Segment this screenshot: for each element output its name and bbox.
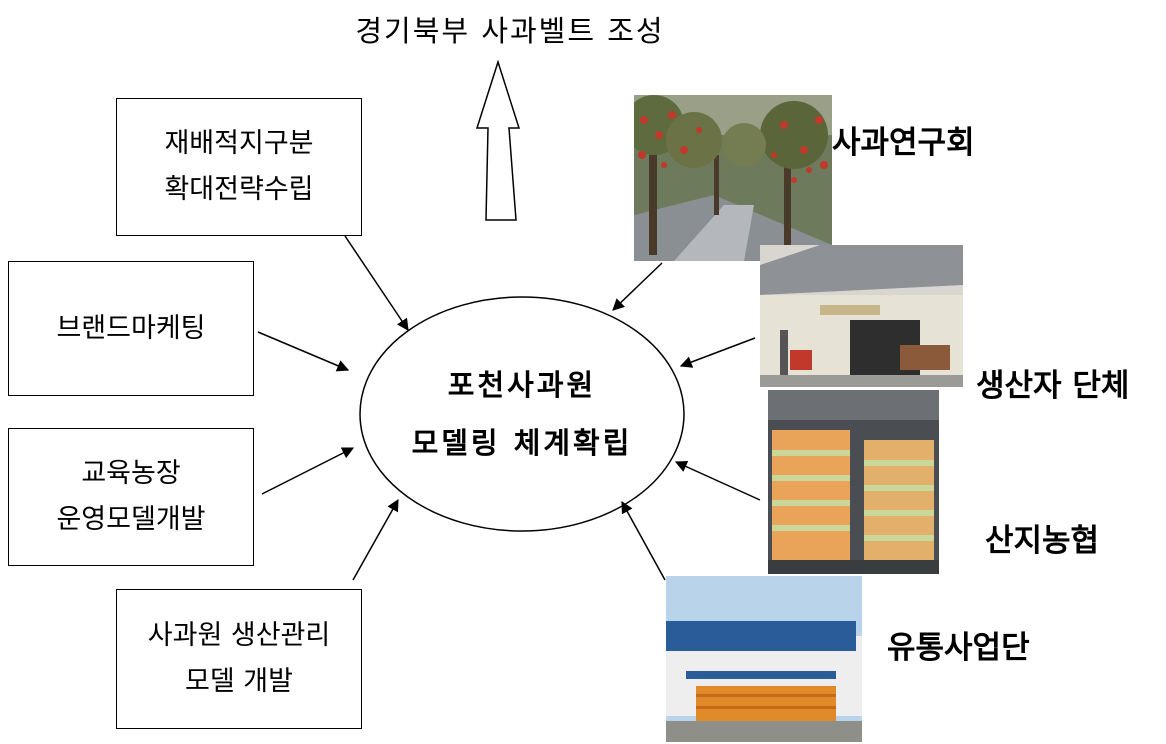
partner-label-distribution-unit: 유통사업단 bbox=[887, 630, 1030, 666]
apple-orchard-photo bbox=[634, 95, 832, 261]
arrow-partner1-to-center bbox=[612, 262, 663, 311]
stacked-apple-boxes-photo bbox=[768, 390, 939, 574]
arrow-box3-to-center bbox=[261, 447, 355, 495]
box-cultivation-strategy: 재배적지구분 확대전략수립 bbox=[116, 98, 362, 236]
box-line: 브랜드마케팅 bbox=[56, 312, 206, 344]
box-line: 모델 개발 bbox=[185, 666, 293, 697]
arrow-box2-to-center bbox=[257, 331, 350, 372]
box-line: 사과원 생산관리 bbox=[147, 620, 331, 651]
partner-label-research-group: 사과연구회 bbox=[832, 125, 975, 161]
arrow-box1-to-center bbox=[344, 235, 409, 331]
arrow-partner2-to-center bbox=[679, 337, 756, 368]
packing-warehouse-photo bbox=[760, 245, 963, 387]
center-ellipse bbox=[359, 296, 685, 532]
diagram-goal-title: 경기북부 사과벨트 조성 bbox=[355, 14, 665, 48]
box-line: 확대전략수립 bbox=[164, 174, 314, 205]
center-line-1: 포천사과원 bbox=[447, 368, 597, 402]
arrow-partner3-to-center bbox=[674, 460, 761, 501]
center-line-2: 모델링 체계확립 bbox=[411, 426, 633, 460]
up-arrow-icon bbox=[475, 59, 521, 221]
box-production-management: 사과원 생산관리 모델 개발 bbox=[116, 589, 362, 729]
box-education-farm: 교육농장 운영모델개발 bbox=[8, 428, 254, 566]
center-node-text: 포천사과원 모델링 체계확립 bbox=[360, 356, 684, 472]
box-line: 운영모델개발 bbox=[56, 504, 206, 535]
arrow-box4-to-center bbox=[352, 498, 399, 581]
box-line: 교육농장 bbox=[81, 458, 181, 489]
arrow-partner4-to-center bbox=[621, 500, 666, 581]
box-line: 재배적지구분 bbox=[164, 128, 314, 159]
partner-label-producer-group: 생산자 단체 bbox=[976, 368, 1130, 404]
distribution-center-photo bbox=[666, 576, 862, 742]
box-brand-marketing: 브랜드마케팅 bbox=[8, 261, 254, 396]
partner-label-local-nonghyup: 산지농협 bbox=[985, 523, 1100, 559]
